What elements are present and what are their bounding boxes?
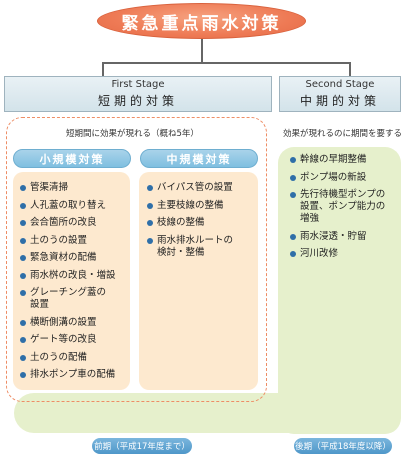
list-item: 人孔蓋の取り替え	[20, 200, 126, 212]
second-stage-list: 幹線の早期整備ポンプ場の新設先行待機型ポンプの設置、ポンプ能力の増強雨水浸透・貯…	[290, 154, 400, 260]
list-item-text: 横断側溝の設置	[30, 316, 97, 328]
list-item: 雨水排水ルートの検討・整備	[147, 235, 254, 259]
bullet-icon	[20, 372, 26, 378]
medium-scale-pill: 中規模対策	[140, 149, 258, 168]
list-item-text: 先行待機型ポンプの	[300, 189, 386, 200]
list-item: 管渠清掃	[20, 182, 126, 194]
list-item-text: 人孔蓋の取り替え	[30, 199, 107, 211]
list-item-text: 会合箇所の改良	[30, 217, 97, 228]
connector-horizontal	[102, 62, 350, 64]
list-item-text: 土のうの配備	[30, 351, 88, 363]
bullet-icon	[20, 319, 26, 326]
medium-scale-label: 中規模対策	[166, 152, 232, 166]
list-item: 雨水浸透・貯留	[290, 231, 400, 243]
list-item-text: 河川改修	[300, 248, 339, 259]
bullet-icon	[20, 220, 26, 226]
small-scale-card: 管渠清掃人孔蓋の取り替え会合箇所の改良土のうの設置緊急資材の配備雨水桝の改良・増…	[13, 172, 130, 390]
list-item: 主要枝線の整備	[147, 200, 254, 212]
connector-right-drop	[349, 62, 351, 76]
bullet-icon	[147, 220, 153, 226]
list-item-text: 増強	[300, 213, 320, 224]
second-stage-en: Second Stage	[305, 79, 375, 90]
green-band-right	[278, 147, 401, 434]
bullet-icon	[290, 157, 296, 163]
late-period-bar: 後期（平成18年度以降）	[294, 438, 392, 454]
list-item-text: 管渠清掃	[30, 182, 69, 193]
list-item: 先行待機型ポンプの設置、ポンプ能力の増強	[290, 189, 400, 225]
first-stage-note: 短期間に効果が現れる（概ね5年）	[66, 129, 199, 139]
list-item-text: 設置	[30, 299, 50, 310]
list-item-text: 雨水浸透・貯留	[300, 230, 367, 242]
first-stage-container	[6, 117, 267, 402]
list-item-text: 主要枝線の整備	[157, 199, 224, 211]
early-period-label: 前期（平成17年度まで）	[94, 442, 190, 452]
early-period-bar: 前期（平成17年度まで）	[92, 438, 192, 454]
bullet-icon	[147, 185, 153, 191]
bullet-icon	[290, 251, 296, 257]
list-item-text: ポンプ場の新設	[300, 171, 367, 183]
bullet-icon	[147, 202, 153, 209]
list-item: 河川改修	[290, 248, 400, 260]
list-item-text: バイパス管の設置	[157, 182, 233, 193]
list-item: 幹線の早期整備	[290, 154, 400, 166]
list-item-text: ゲート等の改良	[30, 334, 97, 345]
small-scale-label: 小規模対策	[39, 152, 105, 166]
list-item: 土のうの設置	[20, 235, 126, 247]
list-item-text: 土のうの設置	[30, 234, 88, 246]
list-item-text: 枝線の整備	[157, 217, 205, 228]
list-item-text: 緊急資材の配備	[30, 252, 97, 263]
bullet-icon	[20, 337, 26, 343]
list-item-text: 雨水桝の改良・増設	[30, 269, 116, 281]
list-item: 緊急資材の配備	[20, 252, 126, 264]
bullet-icon	[20, 290, 26, 296]
bullet-icon	[290, 233, 296, 240]
list-item-text: 雨水排水ルートの	[157, 234, 234, 246]
list-item: 横断側溝の設置	[20, 317, 126, 329]
list-item: 土のうの配備	[20, 352, 126, 364]
list-item-text: 排水ポンプ車の配備	[30, 369, 116, 380]
bullet-icon	[20, 354, 26, 361]
list-item: 枝線の整備	[147, 217, 254, 229]
bullet-icon	[290, 174, 296, 181]
first-stage-jp: 短期的対策	[97, 94, 178, 108]
first-stage-en: First Stage	[111, 79, 165, 90]
list-item-text: グレーチング蓋の	[30, 287, 107, 298]
bullet-icon	[147, 237, 153, 244]
bullet-icon	[20, 185, 26, 191]
list-item: 会合箇所の改良	[20, 217, 126, 229]
green-band-bottom	[14, 393, 384, 433]
first-stage-header: First Stage 短期的対策	[4, 76, 272, 112]
list-item: ポンプ場の新設	[290, 172, 400, 184]
medium-scale-card: バイパス管の設置主要枝線の整備枝線の整備雨水排水ルートの検討・整備	[139, 172, 258, 390]
second-stage-note: 効果が現れるのに期間を要する	[283, 129, 403, 139]
list-item: 雨水桝の改良・増設	[20, 270, 126, 282]
list-item-text: 検討・整備	[157, 246, 205, 258]
connector-vertical-top	[201, 39, 203, 63]
list-item: バイパス管の設置	[147, 182, 254, 194]
list-item: 排水ポンプ車の配備	[20, 369, 126, 381]
bullet-icon	[20, 272, 26, 279]
bullet-icon	[20, 202, 26, 209]
medium-scale-list: バイパス管の設置主要枝線の整備枝線の整備雨水排水ルートの検討・整備	[147, 182, 254, 259]
bullet-icon	[20, 237, 26, 244]
small-scale-list: 管渠清掃人孔蓋の取り替え会合箇所の改良土のうの設置緊急資材の配備雨水桝の改良・増…	[20, 182, 126, 381]
list-item-text: 幹線の早期整備	[300, 154, 367, 165]
small-scale-pill: 小規模対策	[13, 149, 131, 168]
list-item: グレーチング蓋の設置	[20, 287, 126, 311]
connector-left-drop	[102, 62, 104, 76]
list-item: ゲート等の改良	[20, 334, 126, 346]
title-oval: 緊急重点雨水対策	[97, 3, 306, 39]
bullet-icon	[290, 192, 296, 198]
late-period-label: 後期（平成18年度以降）	[295, 442, 391, 452]
second-stage-header: Second Stage 中期的対策	[279, 76, 401, 112]
list-item-text: 設置、ポンプ能力の	[300, 201, 386, 212]
bullet-icon	[20, 255, 26, 261]
second-stage-list-wrap: 幹線の早期整備ポンプ場の新設先行待機型ポンプの設置、ポンプ能力の増強雨水浸透・貯…	[290, 154, 400, 266]
diagram-title: 緊急重点雨水対策	[121, 13, 282, 34]
second-stage-jp: 中期的対策	[299, 94, 380, 108]
